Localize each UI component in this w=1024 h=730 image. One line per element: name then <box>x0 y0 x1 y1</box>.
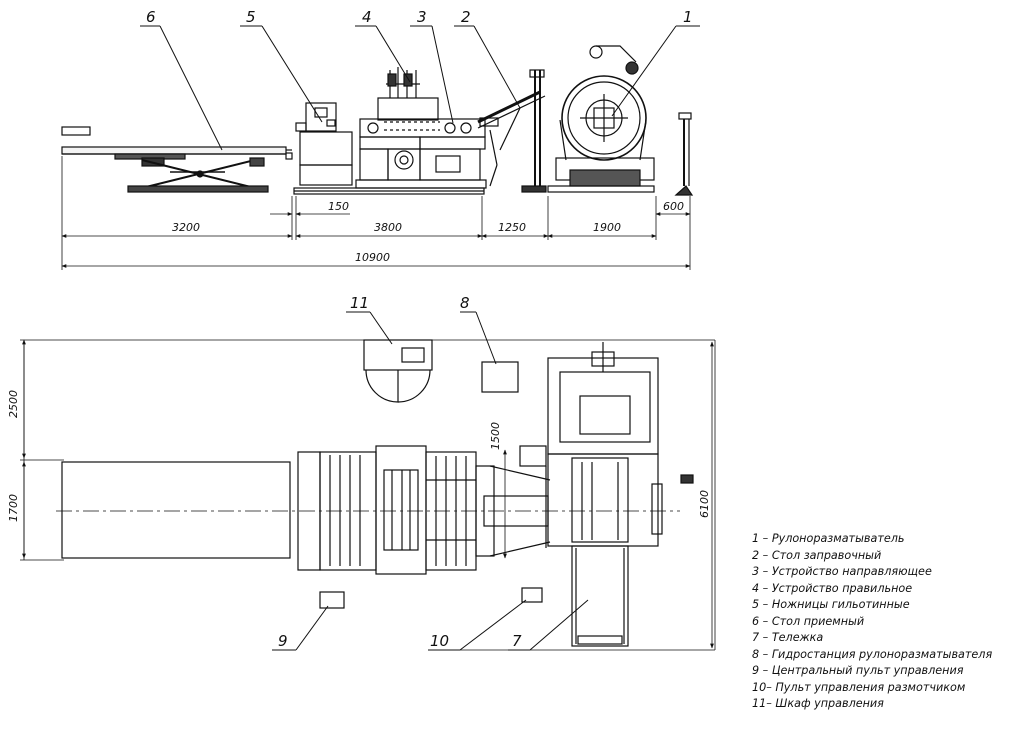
dim-150: 150 <box>328 200 349 213</box>
callout-2: 2 <box>461 8 471 26</box>
callout-11: 11 <box>350 294 369 312</box>
plan-view <box>20 311 716 651</box>
uncoiler-console-plan <box>521 587 543 603</box>
dim-1250: 1250 <box>498 221 526 234</box>
dim-1900: 1900 <box>593 221 621 234</box>
hydraulic-station-plan <box>481 361 519 393</box>
callout-10: 10 <box>430 632 449 650</box>
legend-item-3: 3 – Устройство направляющее <box>752 565 932 578</box>
line-plan-body <box>297 445 551 575</box>
control-post-plan <box>680 474 694 484</box>
dim-10900: 10900 <box>355 251 390 264</box>
dimension-lines-plan <box>20 339 714 649</box>
side-view <box>61 25 700 270</box>
uncoiler-side <box>547 45 655 193</box>
control-cabinet-plan <box>363 339 433 403</box>
callout-1: 1 <box>683 8 693 26</box>
legend-item-9: 9 – Центральный пульт управления <box>752 664 964 677</box>
callout-3: 3 <box>417 8 427 26</box>
control-post-side <box>674 112 694 196</box>
legend-item-7: 7 – Тележка <box>752 631 824 644</box>
legend-item-2: 2 – Стол заправочный <box>752 548 882 562</box>
trolley-plan <box>571 545 629 647</box>
legend-item-10: 10– Пульт управления размотчиком <box>752 680 966 694</box>
dim-1500: 1500 <box>489 422 502 450</box>
threading-table-side <box>477 90 546 187</box>
callout-6: 6 <box>146 8 156 26</box>
callout-7: 7 <box>512 632 522 650</box>
dim-3200: 3200 <box>172 221 200 234</box>
receiving-table-side <box>61 146 293 193</box>
small-plate <box>61 126 91 136</box>
legend-item-4: 4 – Устройство правильное <box>752 581 913 595</box>
callout-leaders-plan <box>272 311 589 651</box>
dim-3800: 3800 <box>374 221 402 234</box>
central-console-plan <box>319 591 345 609</box>
dim-2500: 2500 <box>7 390 20 418</box>
plan-view-labels: 2500 1700 1500 6100 11 8 9 10 7 <box>7 294 711 650</box>
straightening-device-side <box>355 67 487 189</box>
legend-item-6: 6 – Стол приемный <box>752 614 865 628</box>
callout-8: 8 <box>460 294 470 312</box>
dim-6100: 6100 <box>698 490 711 518</box>
guillotine-shear-side <box>295 102 353 186</box>
callout-4: 4 <box>362 8 372 26</box>
dim-1700: 1700 <box>7 494 20 522</box>
callout-9: 9 <box>278 632 288 650</box>
receiving-table-plan <box>61 461 291 559</box>
legend-item-11: 11– Шкаф управления <box>752 697 884 710</box>
uncoiler-stand-post <box>521 69 547 193</box>
legend-item-8: 8 – Гидростанция рулоноразматывателя <box>752 647 993 661</box>
dim-600: 600 <box>663 200 684 213</box>
legend-item-5: 5 – Ножницы гильотинные <box>752 598 910 611</box>
callout-5: 5 <box>246 8 256 26</box>
callout-leaders-side <box>140 25 700 151</box>
legend: 1 – Рулоноразматыватель 2 – Стол заправо… <box>752 531 992 713</box>
dimension-lines-side <box>61 156 691 270</box>
uncoiler-plan <box>545 342 663 548</box>
side-view-labels: 3200 150 3800 1250 1900 600 10900 6 5 4 … <box>146 8 693 264</box>
legend-item-1: 1 – Рулоноразматыватель <box>752 532 905 545</box>
